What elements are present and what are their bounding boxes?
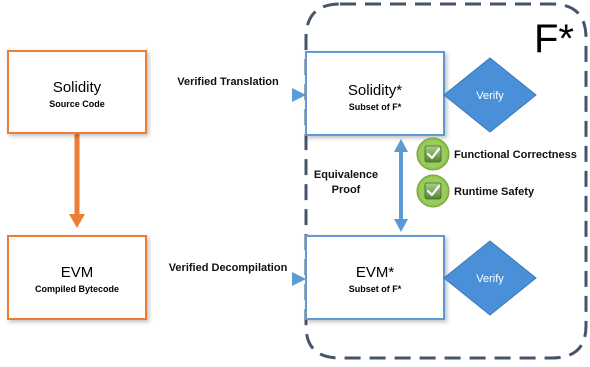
equivalence-label-line1: Equivalence (314, 169, 378, 181)
translation-label: Verified Translation (177, 76, 279, 88)
verify-bottom-label: Verify (476, 273, 504, 285)
solidity-node: Solidity Source Code (7, 50, 147, 134)
evm-star-subtitle: Subset of F* (349, 284, 402, 294)
property-functional-correctness: Functional Correctness (416, 137, 577, 171)
solidity-subtitle: Source Code (49, 99, 105, 109)
translation-arrowhead (292, 88, 306, 102)
check-icon (416, 137, 450, 171)
evm-star-node: EVM* Subset of F* (305, 235, 445, 320)
compile-arrowhead (69, 214, 85, 228)
equivalence-arrowhead-down (394, 219, 408, 232)
fstar-container (304, 2, 588, 360)
property-label: Runtime Safety (454, 186, 535, 198)
decompilation-arrowhead (292, 272, 306, 286)
evm-title: EVM (61, 264, 94, 281)
verify-top-label: Verify (476, 90, 504, 102)
fstar-title: F* (534, 17, 574, 61)
equivalence-arrowhead-up (394, 139, 408, 152)
evm-subtitle: Compiled Bytecode (35, 284, 119, 294)
solidity-star-subtitle: Subset of F* (349, 102, 402, 112)
verify-diamond-bottom: Verify (443, 240, 537, 316)
property-label: Functional Correctness (454, 149, 577, 161)
property-runtime-safety: Runtime Safety (416, 174, 535, 208)
equivalence-label-line2: Proof (332, 184, 361, 196)
solidity-star-node: Solidity* Subset of F* (305, 51, 445, 136)
solidity-title: Solidity (53, 79, 102, 96)
check-icon (416, 174, 450, 208)
evm-node: EVM Compiled Bytecode (7, 235, 147, 320)
solidity-star-title: Solidity* (348, 82, 402, 99)
evm-star-title: EVM* (356, 264, 395, 281)
decompilation-label: Verified Decompilation (169, 262, 288, 274)
verify-diamond-top: Verify (443, 57, 537, 133)
